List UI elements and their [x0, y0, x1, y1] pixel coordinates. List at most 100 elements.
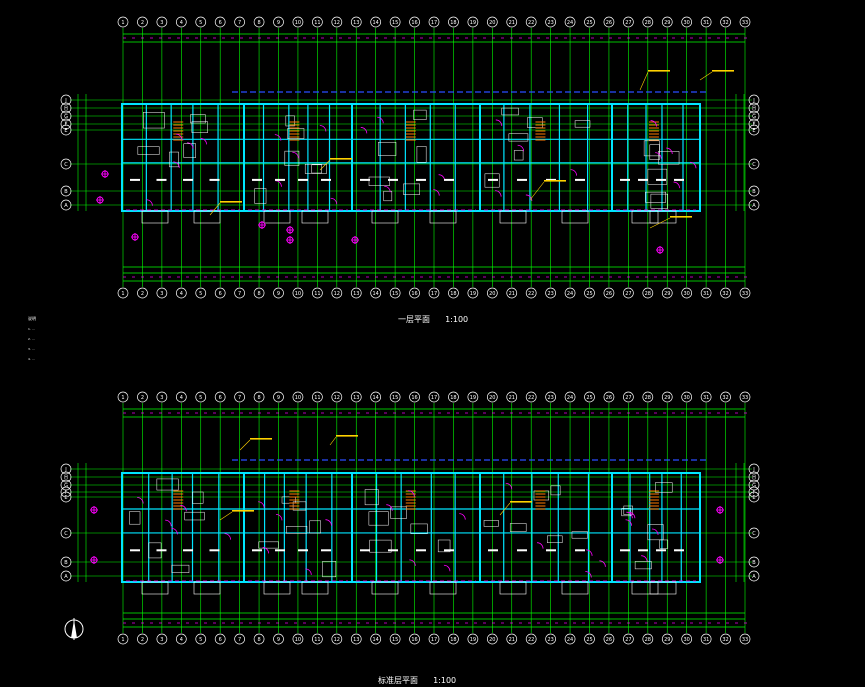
- row-axis-bubble: [60, 471, 72, 483]
- column-axis-bubble: [506, 391, 518, 403]
- column-axis-label: 24: [567, 20, 573, 26]
- door-swing: [173, 161, 180, 168]
- fixture-outline: [143, 112, 165, 129]
- column-axis-label: 31: [703, 637, 709, 643]
- door-swing: [200, 138, 207, 145]
- column-axis-bubble: [720, 287, 731, 299]
- row-axis-label: A: [752, 574, 756, 580]
- fixture-outline: [368, 176, 390, 186]
- door-swing: [384, 185, 391, 193]
- column-axis-label: 11: [314, 637, 320, 643]
- room-label-mark: [656, 178, 666, 181]
- door-swing: [262, 547, 269, 554]
- row-axis-label: C: [64, 162, 68, 168]
- column-axis-label: 20: [489, 637, 495, 643]
- door-swing: [409, 559, 416, 566]
- fixture-outline: [484, 173, 500, 188]
- column-axis-label: 7: [238, 395, 241, 401]
- row-axis-label: C: [64, 531, 68, 537]
- column-axis-bubble: [117, 16, 129, 28]
- column-axis-label: 17: [431, 20, 437, 26]
- room-label-mark: [183, 549, 193, 552]
- balcony-outline: [301, 210, 329, 224]
- row-axis-label: J: [752, 98, 754, 104]
- fixture-outline: [647, 524, 664, 541]
- fixture-outline: [649, 144, 660, 160]
- row-axis-bubble: [60, 570, 72, 582]
- column-axis-label: 2: [141, 291, 144, 297]
- door-swing: [585, 571, 592, 578]
- door-swing: [666, 147, 673, 155]
- row-axis-label: A: [64, 574, 68, 580]
- row-axis-bubble: [748, 463, 760, 475]
- annotation-leader: [649, 217, 671, 229]
- door-swing: [505, 482, 513, 490]
- column-axis-bubble: [525, 633, 537, 645]
- room-label-mark: [130, 178, 140, 181]
- column-axis-label: 8: [257, 291, 260, 297]
- column-axis-bubble: [467, 287, 479, 299]
- fixture-outline: [437, 539, 451, 553]
- door-swing: [275, 513, 283, 521]
- column-axis-bubble: [486, 633, 498, 645]
- fixture-outline: [550, 485, 561, 496]
- column-axis-label: 30: [684, 20, 690, 26]
- room-label-mark: [517, 549, 527, 552]
- column-axis-bubble: [448, 391, 459, 403]
- fixture-outline: [287, 128, 305, 139]
- fixture-outline: [364, 489, 379, 506]
- door-swing: [258, 501, 265, 508]
- door-swing: [628, 511, 636, 519]
- door-swing: [176, 133, 183, 141]
- room-label-mark: [638, 549, 648, 552]
- column-axis-label: 12: [334, 291, 340, 297]
- column-axis-bubble: [642, 16, 654, 28]
- row-axis-label: J: [64, 98, 66, 104]
- room-label-mark: [546, 178, 556, 181]
- column-axis-label: 6: [219, 637, 222, 643]
- row-axis-label: E: [64, 495, 67, 501]
- fixture-outline: [403, 183, 420, 195]
- column-axis-label: 5: [199, 291, 202, 297]
- row-axis-label: F: [65, 490, 68, 496]
- fixture-outline: [571, 531, 588, 539]
- room-label-mark: [388, 178, 398, 181]
- column-axis-bubble: [389, 287, 401, 299]
- row-axis-bubble: [60, 118, 72, 130]
- column-axis-bubble: [623, 16, 634, 28]
- column-axis-bubble: [428, 391, 440, 403]
- column-axis-bubble: [350, 16, 362, 28]
- balcony-outline: [263, 581, 291, 595]
- row-axis-label: H: [752, 106, 756, 112]
- column-axis-label: 7: [238, 20, 241, 26]
- fixture-outline: [369, 539, 392, 553]
- door-swing: [570, 169, 578, 176]
- column-axis-bubble: [292, 16, 304, 28]
- column-axis-bubble: [448, 16, 459, 28]
- row-axis-bubble: [60, 556, 72, 568]
- door-swing: [187, 142, 194, 149]
- column-axis-bubble: [350, 391, 362, 403]
- fixture-outline: [322, 561, 337, 578]
- fixture-outline: [254, 188, 267, 204]
- room-label-mark: [620, 178, 630, 181]
- annotation-leader: [319, 159, 331, 171]
- column-axis-label: 4: [180, 395, 183, 401]
- column-axis-bubble: [564, 391, 576, 403]
- room-label-mark: [360, 549, 370, 552]
- column-axis-label: 17: [431, 291, 437, 297]
- door-swing: [360, 127, 368, 134]
- column-axis-bubble: [409, 16, 420, 28]
- column-axis-bubble: [720, 16, 731, 28]
- column-axis-bubble: [545, 391, 556, 403]
- annotation-leader: [699, 71, 713, 81]
- column-axis-label: 14: [373, 291, 379, 297]
- column-axis-bubble: [584, 633, 595, 645]
- column-axis-bubble: [156, 287, 168, 299]
- column-axis-label: 24: [567, 395, 573, 401]
- column-axis-bubble: [603, 391, 615, 403]
- row-axis-bubble: [748, 110, 760, 122]
- room-label-mark: [298, 178, 308, 181]
- column-axis-label: 8: [257, 20, 260, 26]
- row-axis-bubble: [748, 124, 760, 136]
